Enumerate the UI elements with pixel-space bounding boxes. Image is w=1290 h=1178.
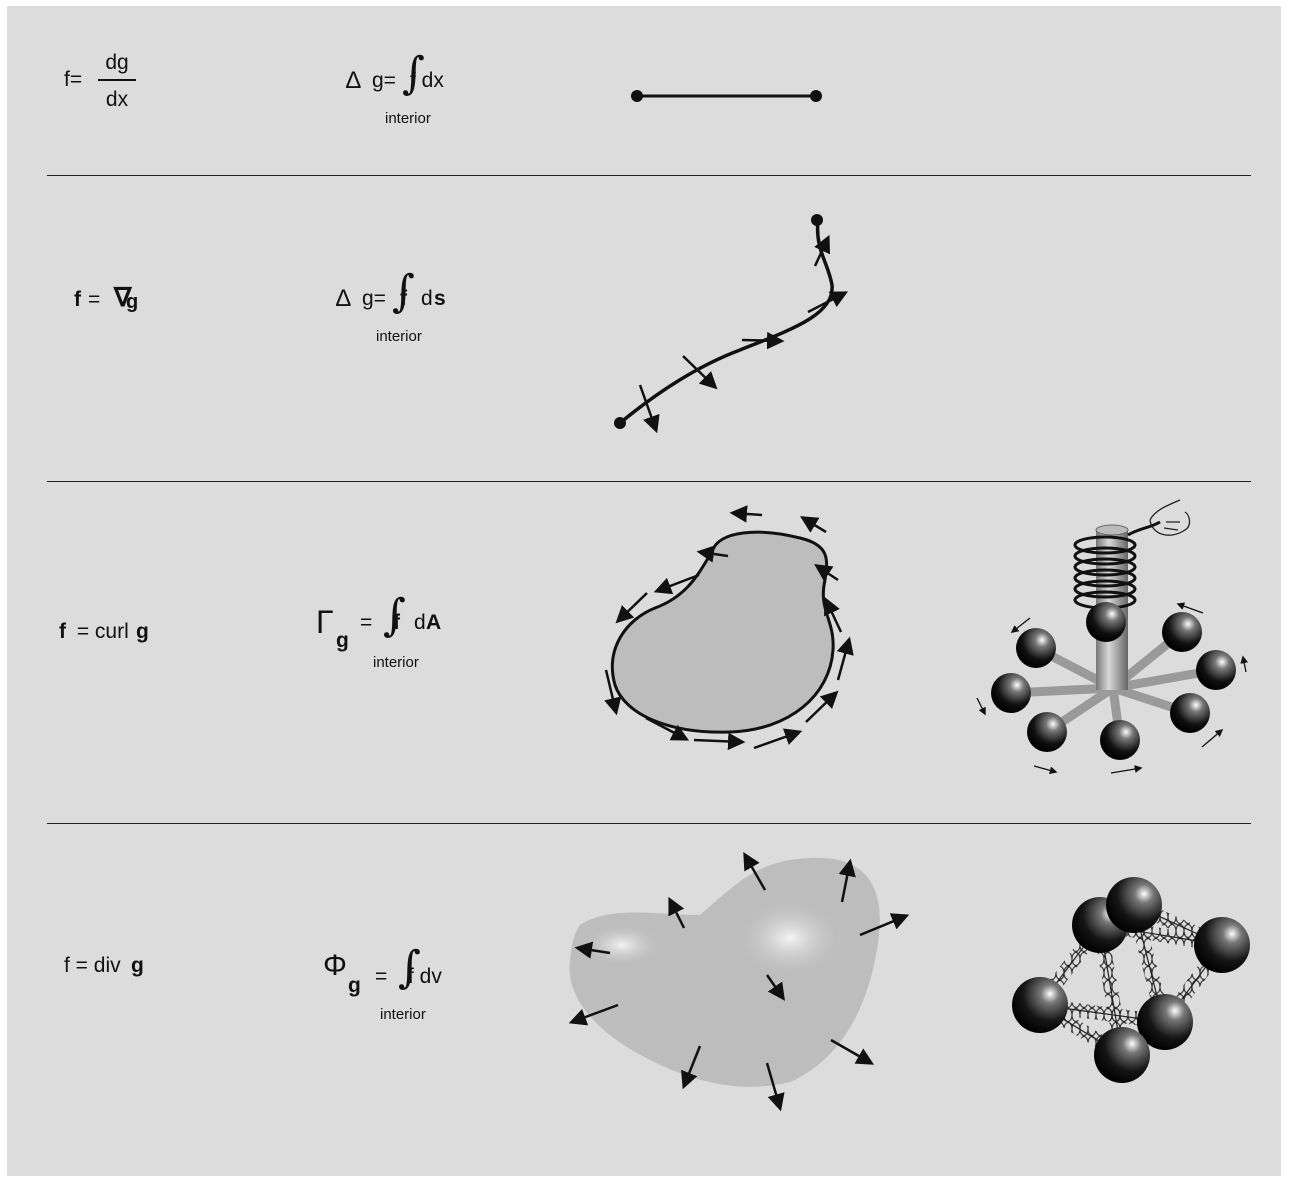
spring-lattice-icon [0, 0, 1290, 1178]
